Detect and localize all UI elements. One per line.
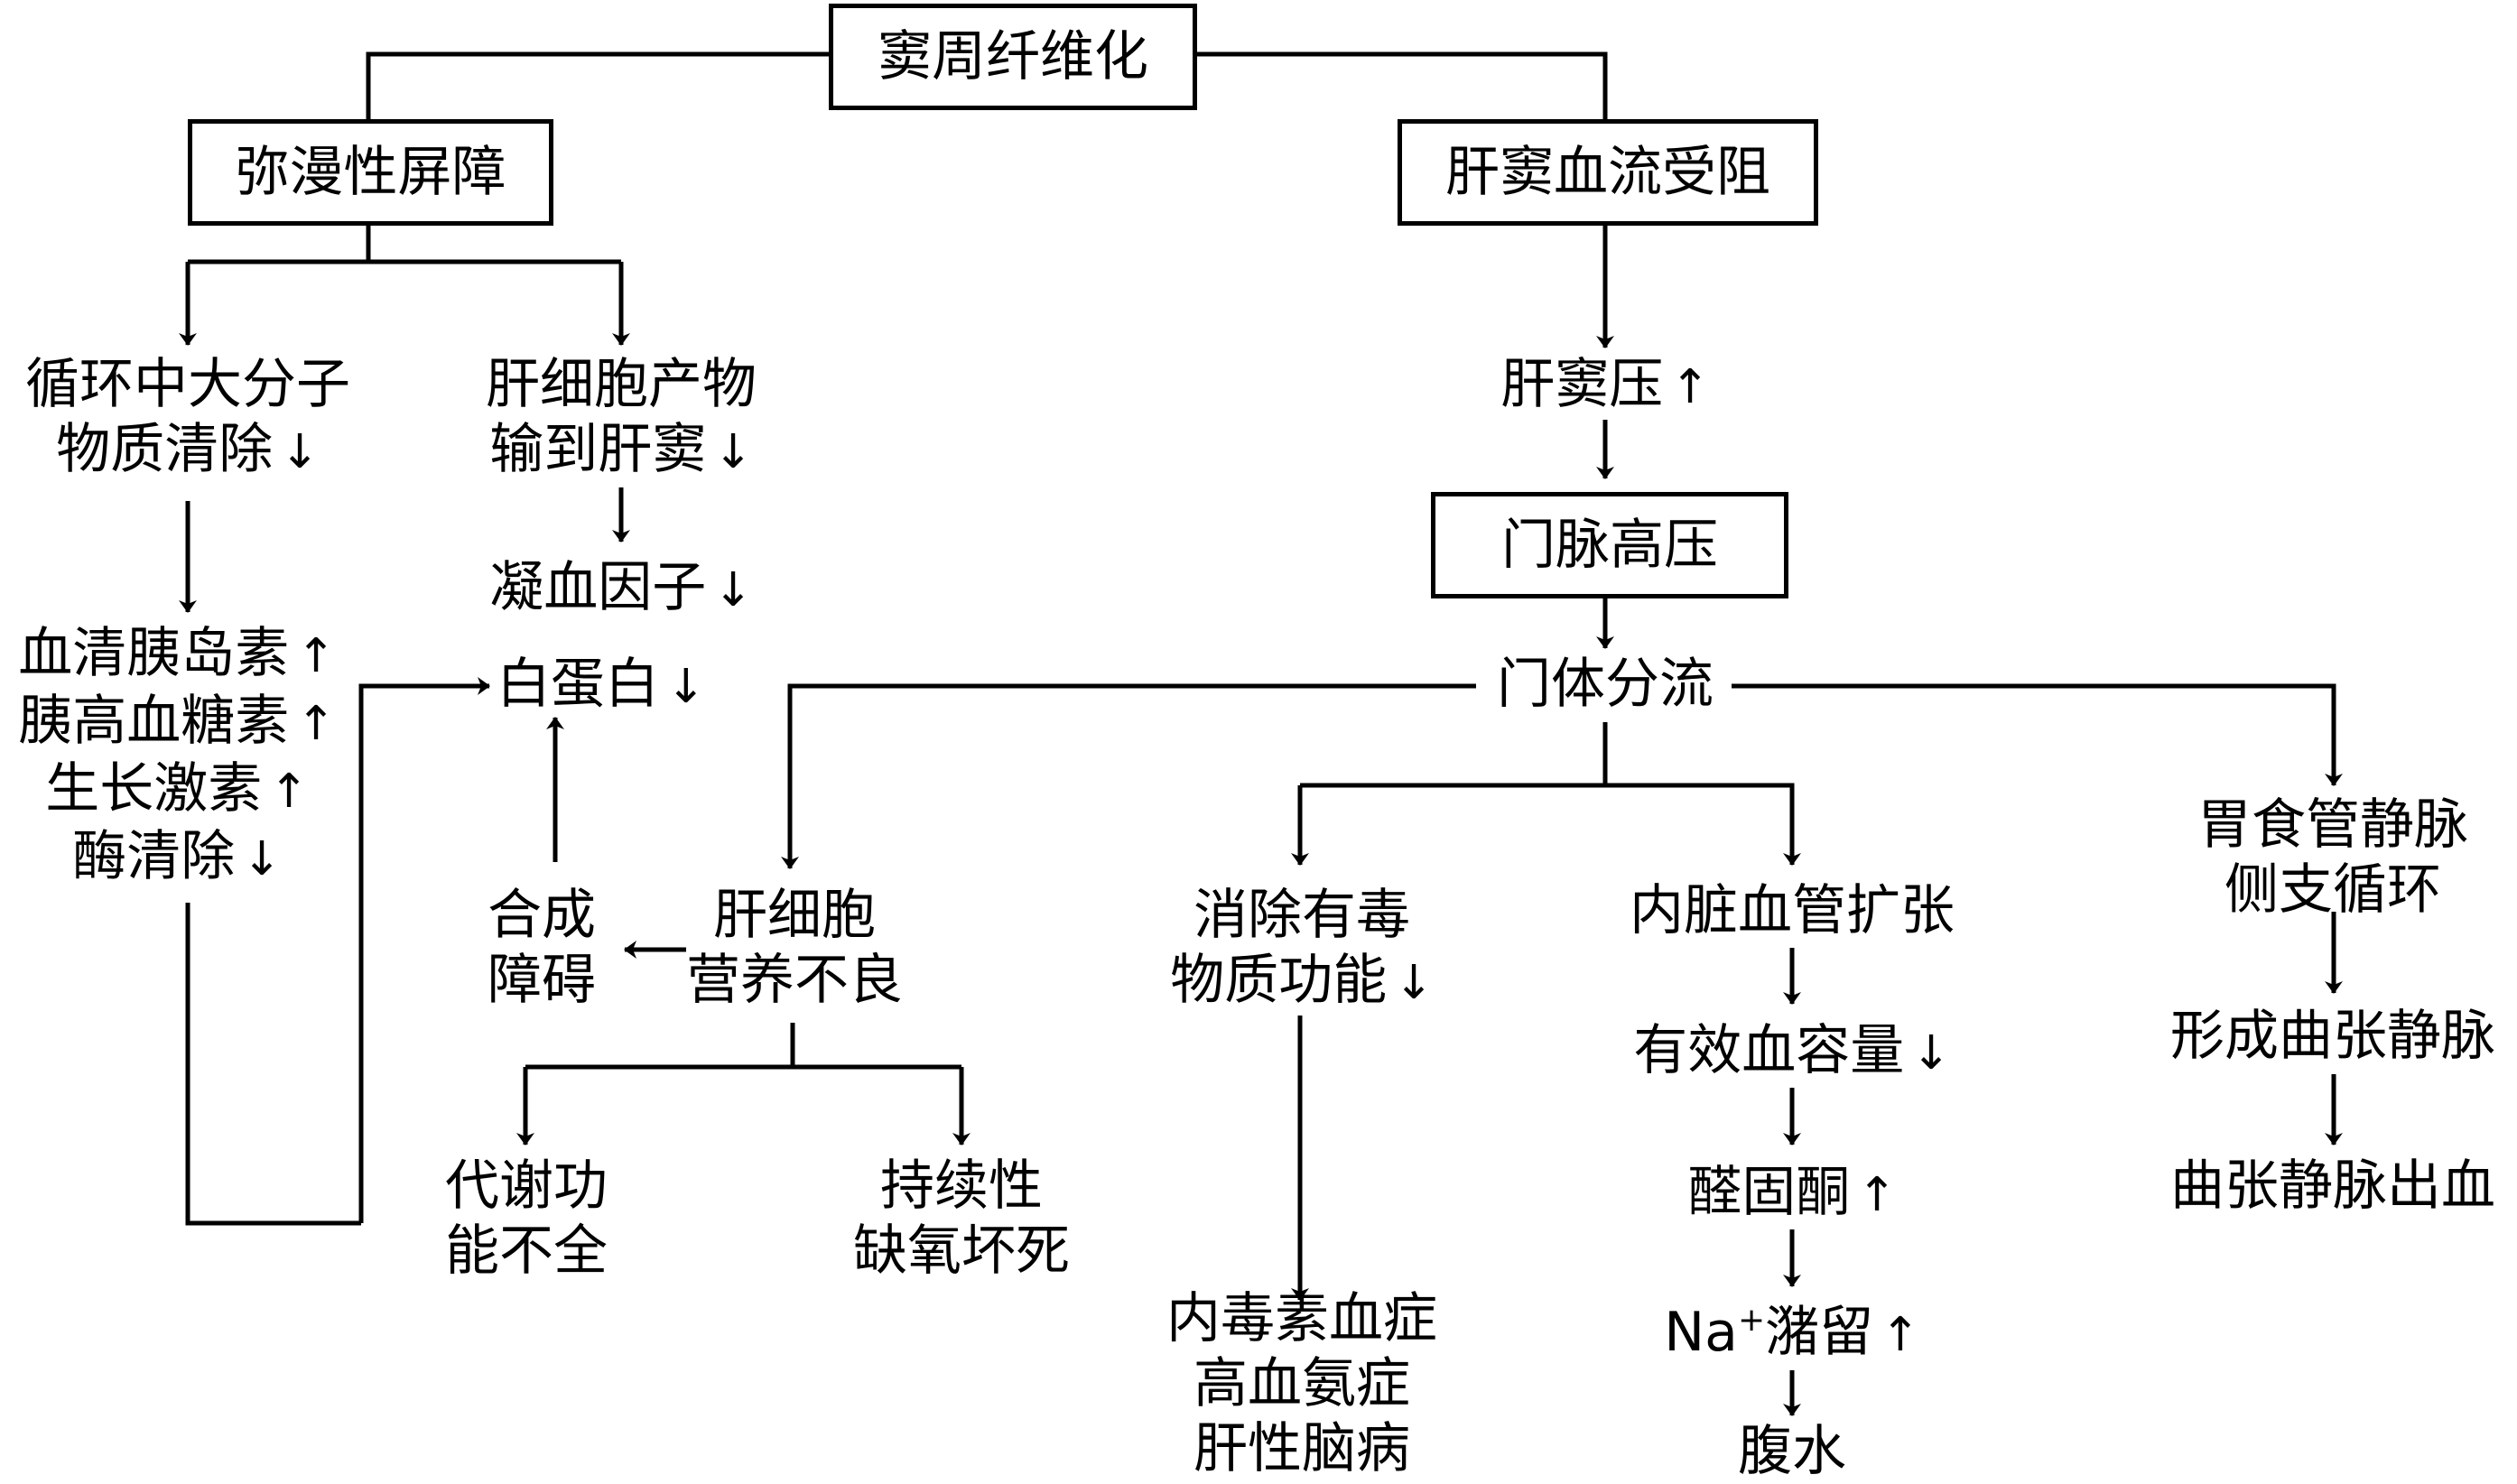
up-arrow-icon: ↑: [1670, 360, 1710, 414]
hepatocyte-products-node: 肝细胞产物 输到肝窦↓: [451, 352, 791, 485]
enzyme-clearance-text: 酶清除: [72, 825, 236, 888]
shunt-left-connector: [781, 683, 1476, 869]
up-arrow-icon: ↑: [296, 697, 336, 751]
hormone-loop-connector: [185, 903, 361, 1226]
shunt-node: 门体分流: [1481, 652, 1730, 717]
blood-volume-text: 有效血容量: [1633, 1019, 1905, 1082]
shunt-right-connector: [1732, 683, 2343, 786]
up-arrow-icon: ↑: [269, 765, 309, 819]
metabolic-line1: 代谢功: [445, 1155, 608, 1218]
blood-volume-node: 有效血容量↓: [1589, 1018, 1995, 1086]
coagulation-text: 凝血因子: [489, 556, 707, 619]
malnutrition-line1: 肝细胞: [713, 884, 876, 947]
down-arrow-icon: ↓: [1394, 956, 1434, 1010]
up-arrow-icon: ↑: [1857, 1168, 1897, 1222]
shunt-lower-right-connector: [1605, 783, 1801, 866]
synthesis-line2: 障碍: [488, 949, 596, 1012]
visceral-dilation-node: 内脏血管扩张: [1589, 878, 1995, 943]
coagulation-node: 凝血因子↓: [451, 555, 791, 623]
aldosterone-text: 醛固酮: [1687, 1161, 1851, 1224]
hypoxia-line2: 缺氧坏死: [853, 1220, 1070, 1283]
title-right-connector: [1192, 51, 1608, 119]
title-text: 窦周纤维化: [878, 25, 1148, 88]
portal-hypertension-text: 门脉高压: [1501, 514, 1718, 577]
encephalopathy-text: 肝性脑病: [1193, 1417, 1410, 1480]
detox-line1: 消除有毒: [1193, 884, 1410, 947]
shunt-lower-connector: [1300, 722, 1608, 788]
hormones-node: 血清胰岛素↑ 胰高血糖素↑ 生长激素↑ 酶清除↓: [0, 621, 354, 892]
albumin-node: 白蛋白↓: [497, 652, 749, 719]
metabolic-line2: 能不全: [445, 1220, 608, 1283]
glucagon-text: 胰高血糖素: [18, 690, 290, 753]
albumin-text: 白蛋白: [497, 653, 659, 716]
collateral-line1: 胃食管静脉: [2197, 793, 2468, 857]
title-left-connector: [366, 51, 829, 119]
synthesis-node: 合成 障碍: [469, 883, 614, 1013]
hyperammonemia-text: 高血氨症: [1193, 1352, 1410, 1415]
down-arrow-icon: ↓: [713, 563, 753, 617]
diffuse-barrier-box: 弥漫性屏障: [188, 119, 553, 226]
varices-node: 形成曲张静脉: [2149, 1004, 2517, 1069]
shunt-text: 门体分流: [1497, 653, 1714, 716]
sodium-retention-text: 潴留: [1765, 1301, 1874, 1364]
sinus-obstruction-text: 肝窦血流受阻: [1445, 141, 1770, 204]
down-arrow-icon: ↓: [242, 832, 282, 886]
hypoxia-line1: 持续性: [880, 1155, 1043, 1218]
variceal-bleeding-node: 曲张静脉出血: [2149, 1154, 2517, 1219]
up-arrow-icon: ↑: [296, 629, 336, 683]
ascites-node: 腹水: [1589, 1419, 1995, 1484]
ascites-text: 腹水: [1738, 1420, 1846, 1483]
down-arrow-icon: ↓: [1911, 1026, 1951, 1081]
down-arrow-icon: ↓: [280, 425, 320, 479]
hepatocyte-products-line2: 输到肝窦: [489, 418, 707, 481]
detox-node: 消除有毒 物质功能↓: [1139, 883, 1464, 1016]
down-arrow-icon: ↓: [666, 660, 706, 714]
diffuse-barrier-text: 弥漫性屏障: [235, 141, 506, 204]
metabolic-node: 代谢功 能不全: [413, 1154, 639, 1284]
malnutrition-node: 肝细胞 营养不良: [682, 883, 907, 1013]
endotoxemia-text: 内毒素血症: [1166, 1287, 1437, 1350]
metabolic-to-albumin-arrow: [358, 677, 490, 1223]
toxic-outcomes-node: 内毒素血症 高血氨症 肝性脑病: [1139, 1286, 1464, 1481]
up-arrow-icon: ↑: [1881, 1308, 1920, 1362]
down-arrow-icon: ↓: [713, 425, 753, 479]
malnutrition-line2: 营养不良: [686, 949, 903, 1012]
collateral-node: 胃食管静脉 侧支循环: [2149, 793, 2517, 923]
variceal-bleeding-text: 曲张静脉出血: [2170, 1155, 2495, 1218]
macro-clearance-line2: 物质清除: [56, 418, 274, 481]
title-box: 窦周纤维化: [829, 4, 1197, 110]
collateral-line2: 侧支循环: [2224, 858, 2441, 922]
sodium-ion-text: Na: [1664, 1301, 1738, 1364]
macro-clearance-node: 循环中大分子 物质清除↓: [0, 352, 376, 485]
portal-hypertension-box: 门脉高压: [1431, 492, 1788, 598]
sinus-obstruction-box: 肝窦血流受阻: [1398, 119, 1818, 226]
sodium-retention-node: Na+潴留↑: [1589, 1300, 1995, 1368]
hypoxia-node: 持续性 缺氧坏死: [840, 1154, 1083, 1284]
sinus-pressure-text: 肝窦压: [1500, 353, 1664, 416]
macro-clearance-line1: 循环中大分子: [25, 353, 350, 416]
insulin-text: 血清胰岛素: [18, 622, 290, 685]
growth-hormone-text: 生长激素: [45, 757, 263, 821]
hepatocyte-products-line1: 肝细胞产物: [486, 353, 757, 416]
visceral-dilation-text: 内脏血管扩张: [1630, 879, 1955, 942]
aldosterone-node: 醛固酮↑: [1589, 1160, 1995, 1228]
malnutrition-split-connector: [525, 1023, 795, 1070]
detox-line2: 物质功能: [1170, 949, 1388, 1012]
sodium-charge-text: +: [1737, 1302, 1766, 1339]
sinus-pressure-node: 肝窦压↑: [1444, 352, 1766, 420]
varices-text: 形成曲张静脉: [2170, 1005, 2495, 1068]
synthesis-line1: 合成: [488, 884, 596, 947]
